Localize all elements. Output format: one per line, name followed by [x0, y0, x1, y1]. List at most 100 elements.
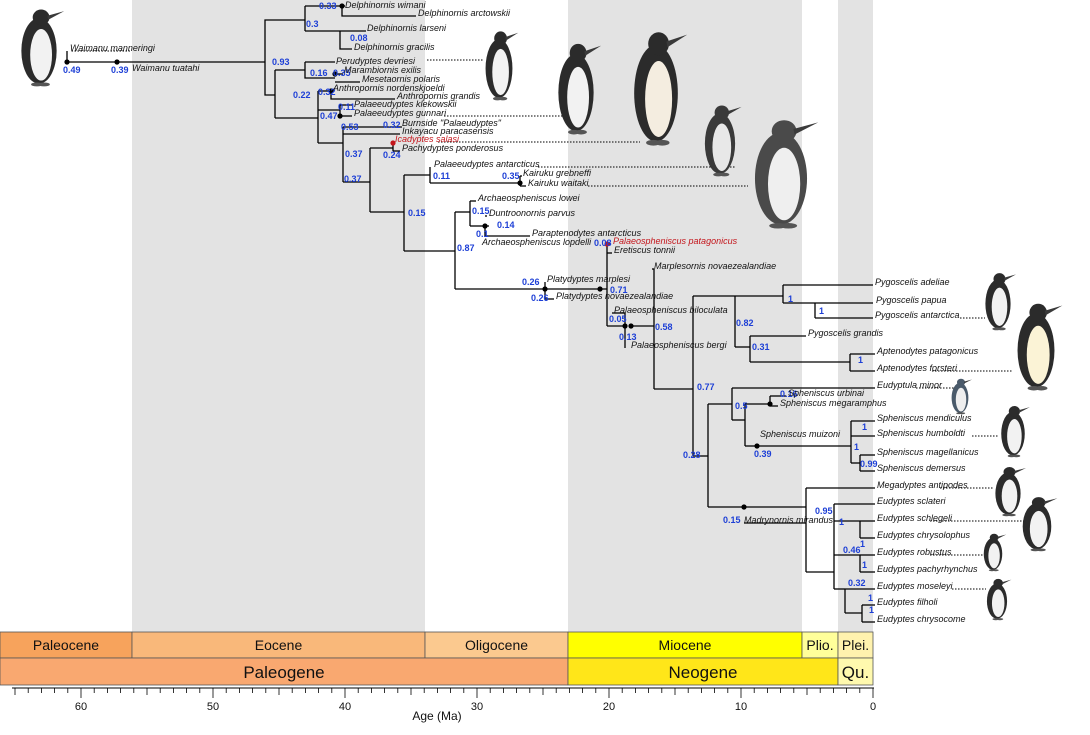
node-dot [628, 323, 634, 329]
node-dot [337, 113, 343, 119]
taxon-label: Marplesornis novaezealandiae [654, 261, 776, 271]
epoch-bands [132, 0, 873, 632]
node-dot [328, 88, 334, 94]
support-value: 0.26 [522, 277, 540, 287]
taxon-label: Palaeospheniscus biloculata [614, 305, 728, 315]
support-value: 0.16 [780, 389, 798, 399]
taxon-label: Archaeospheniscus lopdelli [481, 237, 592, 247]
axis-tick-label: 0 [870, 701, 876, 713]
taxon-label: Aptenodytes forsteri [876, 363, 958, 373]
support-value: 1 [862, 422, 867, 432]
branch [264, 62, 275, 96]
period-label: Paleogene [243, 663, 324, 682]
node-dot [339, 3, 345, 9]
emperor-penguin-icon [1017, 303, 1063, 391]
axis-tick-label: 20 [603, 701, 615, 713]
band-pleistocene [838, 0, 873, 632]
support-value: 1 [868, 593, 873, 603]
taxon-label: Pygoscelis grandis [808, 328, 884, 338]
support-value: 0.37 [344, 174, 362, 184]
axis-tick-label: 10 [735, 701, 747, 713]
support-value: 0.37 [345, 149, 363, 159]
support-value: 1 [788, 294, 793, 304]
taxon-label: Marambiornis exilis [344, 65, 422, 75]
node-dot [332, 71, 338, 77]
support-value: 0.39 [754, 449, 772, 459]
support-value: 0.39 [111, 65, 129, 75]
axis-tick-label: 30 [471, 701, 483, 713]
taxon-label: Kairuku grebneffi [523, 168, 592, 178]
support-value: 0.15 [472, 206, 490, 216]
taxon-label: Archaeospheniscus lowei [477, 193, 581, 203]
perudyptes-icon [485, 31, 519, 101]
taxon-label: Eudyptes pachyrhynchus [877, 564, 978, 574]
support-value: 0.15 [723, 515, 741, 525]
taxon-label: Burnside "Palaeudyptes" [402, 118, 502, 128]
taxon-label: Anthropornis nordenskjoeldi [332, 83, 446, 93]
branch [264, 19, 305, 62]
taxon-label: Palaeospheniscus bergi [631, 340, 728, 350]
taxon-label: Waimanu manneringi [70, 43, 156, 53]
taxon-label: Eudyptes sclateri [877, 496, 947, 506]
axis-tick-label: 50 [207, 701, 219, 713]
support-value: 0.08 [594, 238, 612, 248]
taxon-label: Delphinornis gracilis [354, 42, 435, 52]
node-dot [517, 180, 523, 186]
support-value: 0.24 [383, 150, 401, 160]
epoch-cell [0, 631, 133, 659]
waimanu-icon [21, 9, 65, 87]
inkayacu-icon [704, 105, 742, 177]
taxon-label: Eudyptes schlegeli [877, 513, 953, 523]
support-value: 0.46 [843, 545, 861, 555]
humboldt-penguin-icon [1001, 406, 1030, 458]
support-value: 0.99 [860, 459, 878, 469]
taxon-label: Anthropornis grandis [396, 91, 481, 101]
support-value: 0.93 [272, 57, 290, 67]
support-value: 1 [860, 539, 865, 549]
kairuku-icon [754, 120, 819, 229]
support-value: 1 [862, 560, 867, 570]
node-dot [390, 140, 396, 146]
period-cell [837, 657, 874, 686]
icadyptes-icon [634, 32, 688, 146]
support-value: 0.53 [341, 122, 359, 132]
support-value: 0.47 [320, 111, 338, 121]
node-dot [604, 241, 610, 247]
epoch-label: Plei. [842, 637, 869, 653]
taxon-label: Spheniscus magellanicus [877, 447, 979, 457]
taxon-label: Spheniscus demersus [877, 463, 966, 473]
support-value: 0.3 [306, 19, 319, 29]
little-penguin-icon [951, 378, 972, 415]
taxon-label: Eudyptes robustus [877, 547, 952, 557]
support-value: 0.11 [338, 102, 355, 112]
taxon-label: Delphinornis larseni [367, 23, 447, 33]
taxon-label: Eudyptes moseleyi [877, 581, 954, 591]
band-eocene [132, 0, 425, 632]
taxon-label: Madrynornis mirandus [744, 515, 834, 525]
node-dot [482, 223, 488, 229]
support-value: 0.87 [457, 243, 475, 253]
support-value: 1 [854, 442, 859, 452]
taxon-label: Eudyptula minor [877, 380, 943, 390]
taxon-label: Spheniscus mendiculus [877, 413, 972, 423]
support-value: 0.11 [433, 171, 450, 181]
period-cell [567, 657, 839, 686]
penguin-illustrations [21, 9, 1063, 621]
support-value: 0.32 [318, 87, 336, 97]
support-value: 0.28 [683, 450, 701, 460]
taxon-label: Delphinornis wimani [345, 0, 427, 10]
leader-lines [70, 50, 1027, 590]
taxon-label: Palaeeudyptes klekowskii [354, 99, 458, 109]
taxon-label: Pygoscelis antarctica [875, 310, 960, 320]
branch [339, 31, 352, 50]
taxon-label: Pachydyptes ponderosus [402, 143, 504, 153]
support-value: 0.77 [697, 382, 715, 392]
support-value: 0.31 [752, 342, 770, 352]
support-value: 0.05 [609, 314, 627, 324]
taxon-label: Kairuku waitaki [528, 178, 590, 188]
period-label: Qu. [842, 663, 869, 682]
support-value: 0.5 [735, 401, 748, 411]
support-value: 0.95 [815, 506, 833, 516]
